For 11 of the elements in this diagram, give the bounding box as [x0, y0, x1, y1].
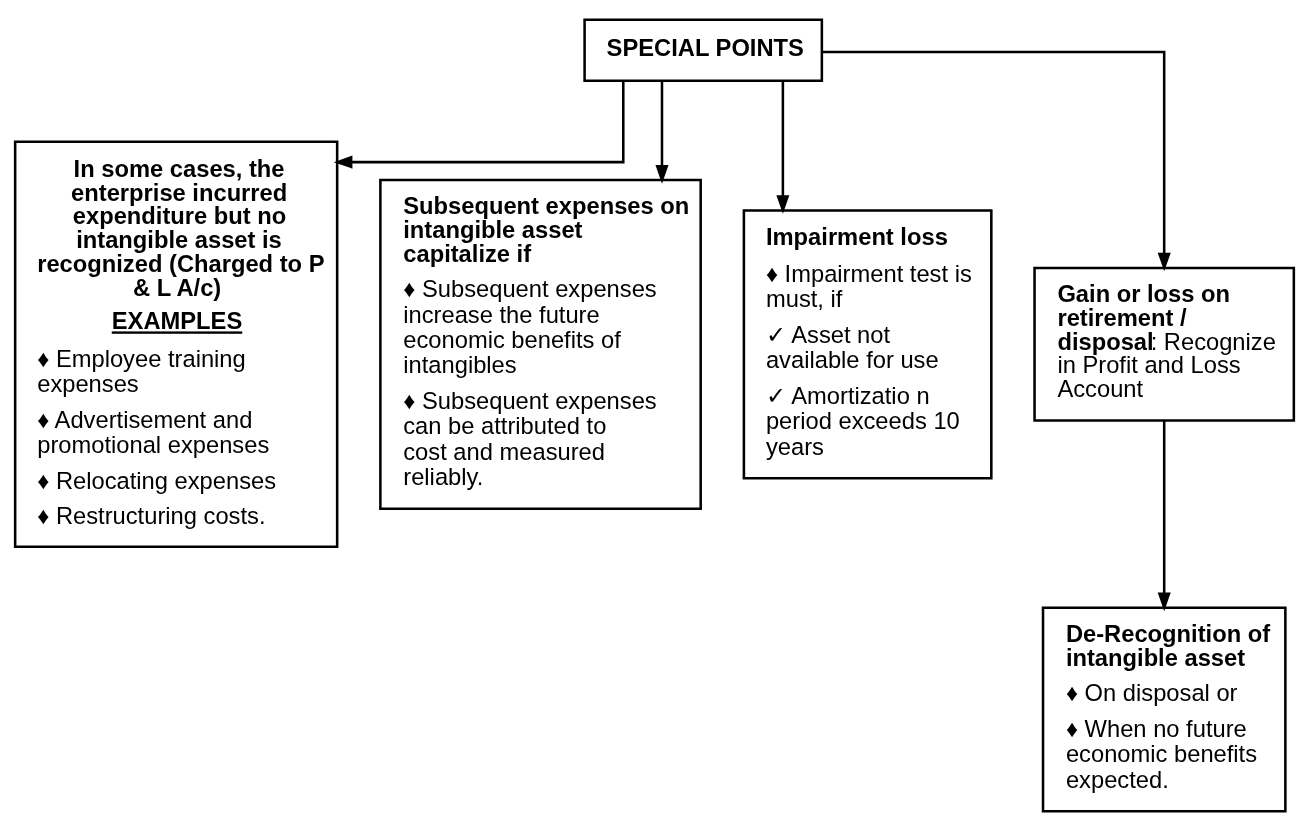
arrow: [1157, 420, 1171, 612]
node-box: In some cases, the enterprise incurred expenditure but no intangible asset is recognized (Charged to P & L A/c) EXAMPLES ♦ Employee training expenses ♦ Advertisement and promotional expenses ♦ Relocating expenses ♦ Restructuring costs.: [13, 140, 339, 549]
node-box: Impairment loss ♦ Impairment test is must, if ✓ Asset not available for use ✓ Amortizatio n period exceeds 10 years: [742, 209, 993, 480]
arrow: [333, 80, 625, 169]
arrow: [655, 81, 669, 184]
node-box: Subsequent expenses on intangible asset capitalize if ♦ Subsequent expenses increase the future economic benefits of intangibles ♦ Subsequent expenses can be attributed to cost and measured reliably.: [379, 178, 702, 510]
node-box: Gain or loss on retirement / disposal: Recognize in Profit and Loss Account: [1033, 266, 1296, 422]
node-box: De-Recognition of intangible asset ♦ On disposal or ♦ When no future economic benefits expected.: [1041, 606, 1287, 813]
arrow: [776, 81, 790, 214]
arrow: [821, 50, 1171, 272]
node-box: SPECIAL POINTS: [583, 18, 824, 83]
